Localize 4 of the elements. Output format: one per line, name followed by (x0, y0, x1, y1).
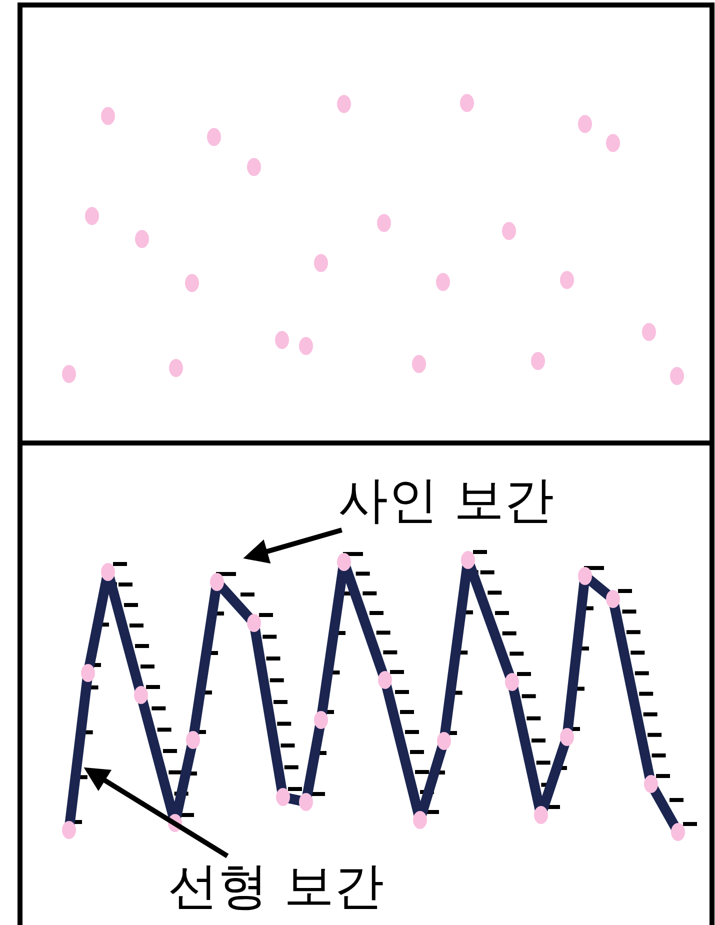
leader-line (84, 767, 229, 858)
callout-label: 사인 보간 (338, 470, 554, 530)
callout-label: 선형 보간 (168, 856, 384, 916)
leader-line (243, 528, 342, 564)
